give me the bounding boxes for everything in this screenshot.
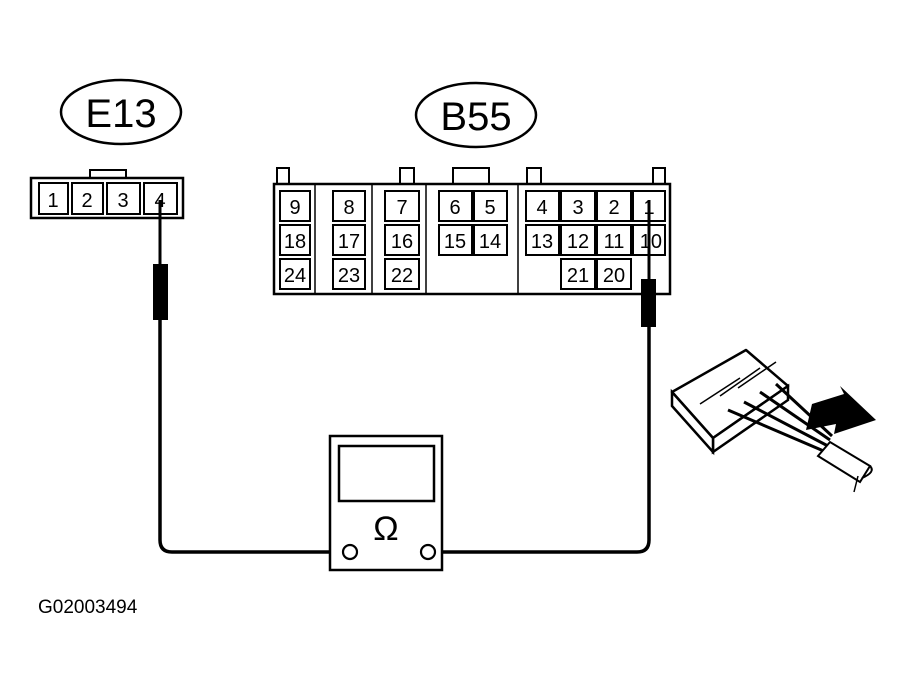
e13-pin-1: 1 bbox=[47, 190, 58, 212]
figure-code: G02003494 bbox=[38, 597, 138, 618]
b55-pin-10: 10 bbox=[640, 231, 662, 253]
ohmmeter: Ω bbox=[328, 434, 444, 572]
e13-pin-3: 3 bbox=[117, 190, 128, 212]
b55-pin-6: 6 bbox=[449, 197, 460, 219]
b55-connector: 9 8 7 6 5 4 3 2 1 18 17 16 15 14 13 12 1… bbox=[272, 167, 672, 296]
ohm-symbol-icon: Ω bbox=[373, 510, 398, 548]
b55-pin-22: 22 bbox=[391, 265, 413, 287]
b55-pin-3: 3 bbox=[572, 197, 583, 219]
connector-inset bbox=[670, 348, 876, 493]
e13-label: E13 bbox=[85, 92, 156, 136]
b55-pin-18: 18 bbox=[284, 231, 306, 253]
b55-pin-12: 12 bbox=[567, 231, 589, 253]
meter-display bbox=[337, 444, 436, 503]
meter-terminal-left bbox=[341, 543, 359, 561]
b55-pin-15: 15 bbox=[444, 231, 466, 253]
right-probe bbox=[431, 200, 656, 554]
b55-pin-8: 8 bbox=[343, 197, 354, 219]
arrow-icon bbox=[806, 386, 876, 434]
b55-pin-13: 13 bbox=[531, 231, 553, 253]
meter-terminal-right bbox=[419, 543, 437, 561]
b55-pin-16: 16 bbox=[391, 231, 413, 253]
e13-connector: 1 2 3 4 bbox=[29, 169, 185, 220]
b55-pin-20: 20 bbox=[603, 265, 625, 287]
b55-pin-23: 23 bbox=[338, 265, 360, 287]
left-probe bbox=[153, 200, 342, 554]
b55-pin-9: 9 bbox=[289, 197, 300, 219]
b55-pin-17: 17 bbox=[338, 231, 360, 253]
b55-pin-4: 4 bbox=[536, 197, 547, 219]
b55-pin-24: 24 bbox=[284, 265, 306, 287]
b55-label: B55 bbox=[440, 95, 511, 139]
b55-pin-5: 5 bbox=[484, 197, 495, 219]
b55-pin-11: 11 bbox=[604, 231, 625, 253]
b55-callout: B55 bbox=[414, 81, 538, 149]
b55-pin-7: 7 bbox=[396, 197, 407, 219]
b55-pin-21: 21 bbox=[567, 265, 589, 287]
b55-pin-2: 2 bbox=[608, 197, 619, 219]
e13-pin-2: 2 bbox=[81, 190, 92, 212]
b55-pin-14: 14 bbox=[479, 231, 501, 253]
e13-callout: E13 bbox=[59, 78, 183, 146]
